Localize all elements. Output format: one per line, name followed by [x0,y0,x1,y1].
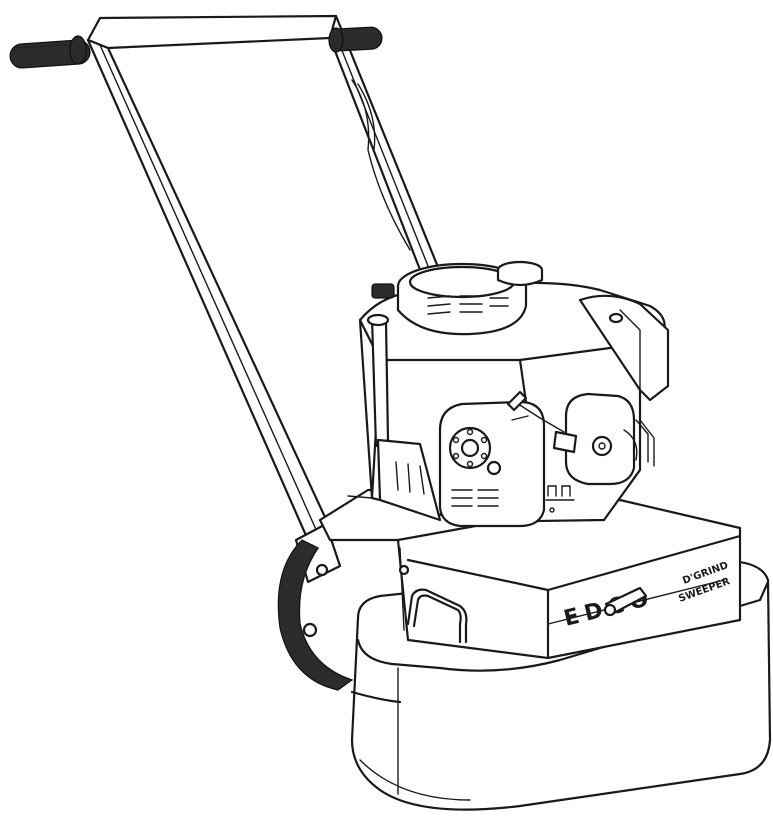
right-grip [328,26,383,53]
left-grip [9,35,91,69]
deck-bolts [347,495,410,576]
carry-handle [406,588,468,644]
vent-slots [427,295,509,315]
throttle-cover [506,390,655,486]
transport-wheel [277,539,354,691]
engine-small-symbols [545,485,575,513]
engine-control-panel [438,400,546,528]
